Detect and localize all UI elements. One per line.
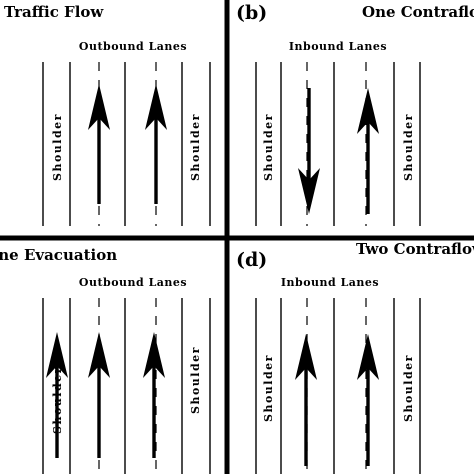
panel-a: Traffic Flow Outbound Lanes Shoulder Sho… bbox=[4, 3, 211, 226]
panel-b-lanes-label: Inbound Lanes bbox=[289, 40, 387, 53]
panel-d-title: Two Contraflow bbox=[356, 240, 474, 258]
arrow-up-icon bbox=[357, 88, 379, 214]
panel-c-shoulder-right: Shoulder bbox=[189, 346, 202, 414]
panel-b-lane-lines bbox=[255, 62, 421, 226]
panel-d-shoulder-right: Shoulder bbox=[402, 354, 415, 422]
panel-a-shoulder-left: Shoulder bbox=[51, 113, 64, 181]
panel-b-shoulder-left: Shoulder bbox=[262, 113, 275, 181]
panel-a-arrows bbox=[88, 84, 167, 204]
panel-d-lane-lines bbox=[255, 298, 421, 474]
panel-a-lane-lines bbox=[42, 62, 211, 226]
arrow-up-icon bbox=[46, 332, 68, 458]
arrow-up-icon bbox=[145, 84, 167, 204]
arrow-down-icon bbox=[298, 88, 320, 214]
arrow-up-icon bbox=[88, 84, 110, 204]
panel-d-letter: (d) bbox=[236, 249, 267, 271]
panel-a-title: Traffic Flow bbox=[4, 3, 104, 21]
arrow-up-icon bbox=[295, 334, 317, 466]
panel-d-arrows bbox=[295, 334, 379, 466]
panel-c-arrows bbox=[46, 332, 165, 458]
panel-b-arrows bbox=[298, 88, 379, 214]
panel-b-title: One Contraflow bbox=[362, 3, 474, 21]
arrow-up-icon bbox=[88, 332, 110, 458]
arrow-up-icon bbox=[143, 332, 165, 458]
panel-b: (b) One Contraflow Inbound Lanes Shoulde… bbox=[236, 2, 474, 226]
panel-a-lanes-label: Outbound Lanes bbox=[79, 40, 187, 53]
panel-b-shoulder-right: Shoulder bbox=[402, 113, 415, 181]
panel-a-shoulder-right: Shoulder bbox=[189, 113, 202, 181]
panel-d: (d) Two Contraflow Inbound Lanes Shoulde… bbox=[236, 240, 474, 474]
panel-d-lanes-label: Inbound Lanes bbox=[281, 276, 379, 289]
panel-d-shoulder-left: Shoulder bbox=[262, 354, 275, 422]
panel-c-title: Lane Evacuation bbox=[0, 246, 117, 264]
panel-c-lanes-label: Outbound Lanes bbox=[79, 276, 187, 289]
arrow-up-icon bbox=[357, 334, 379, 466]
panel-c: Lane Evacuation Outbound Lanes Shoulder … bbox=[0, 246, 211, 474]
panel-b-letter: (b) bbox=[236, 2, 267, 24]
panel-c-lane-lines bbox=[42, 298, 211, 474]
